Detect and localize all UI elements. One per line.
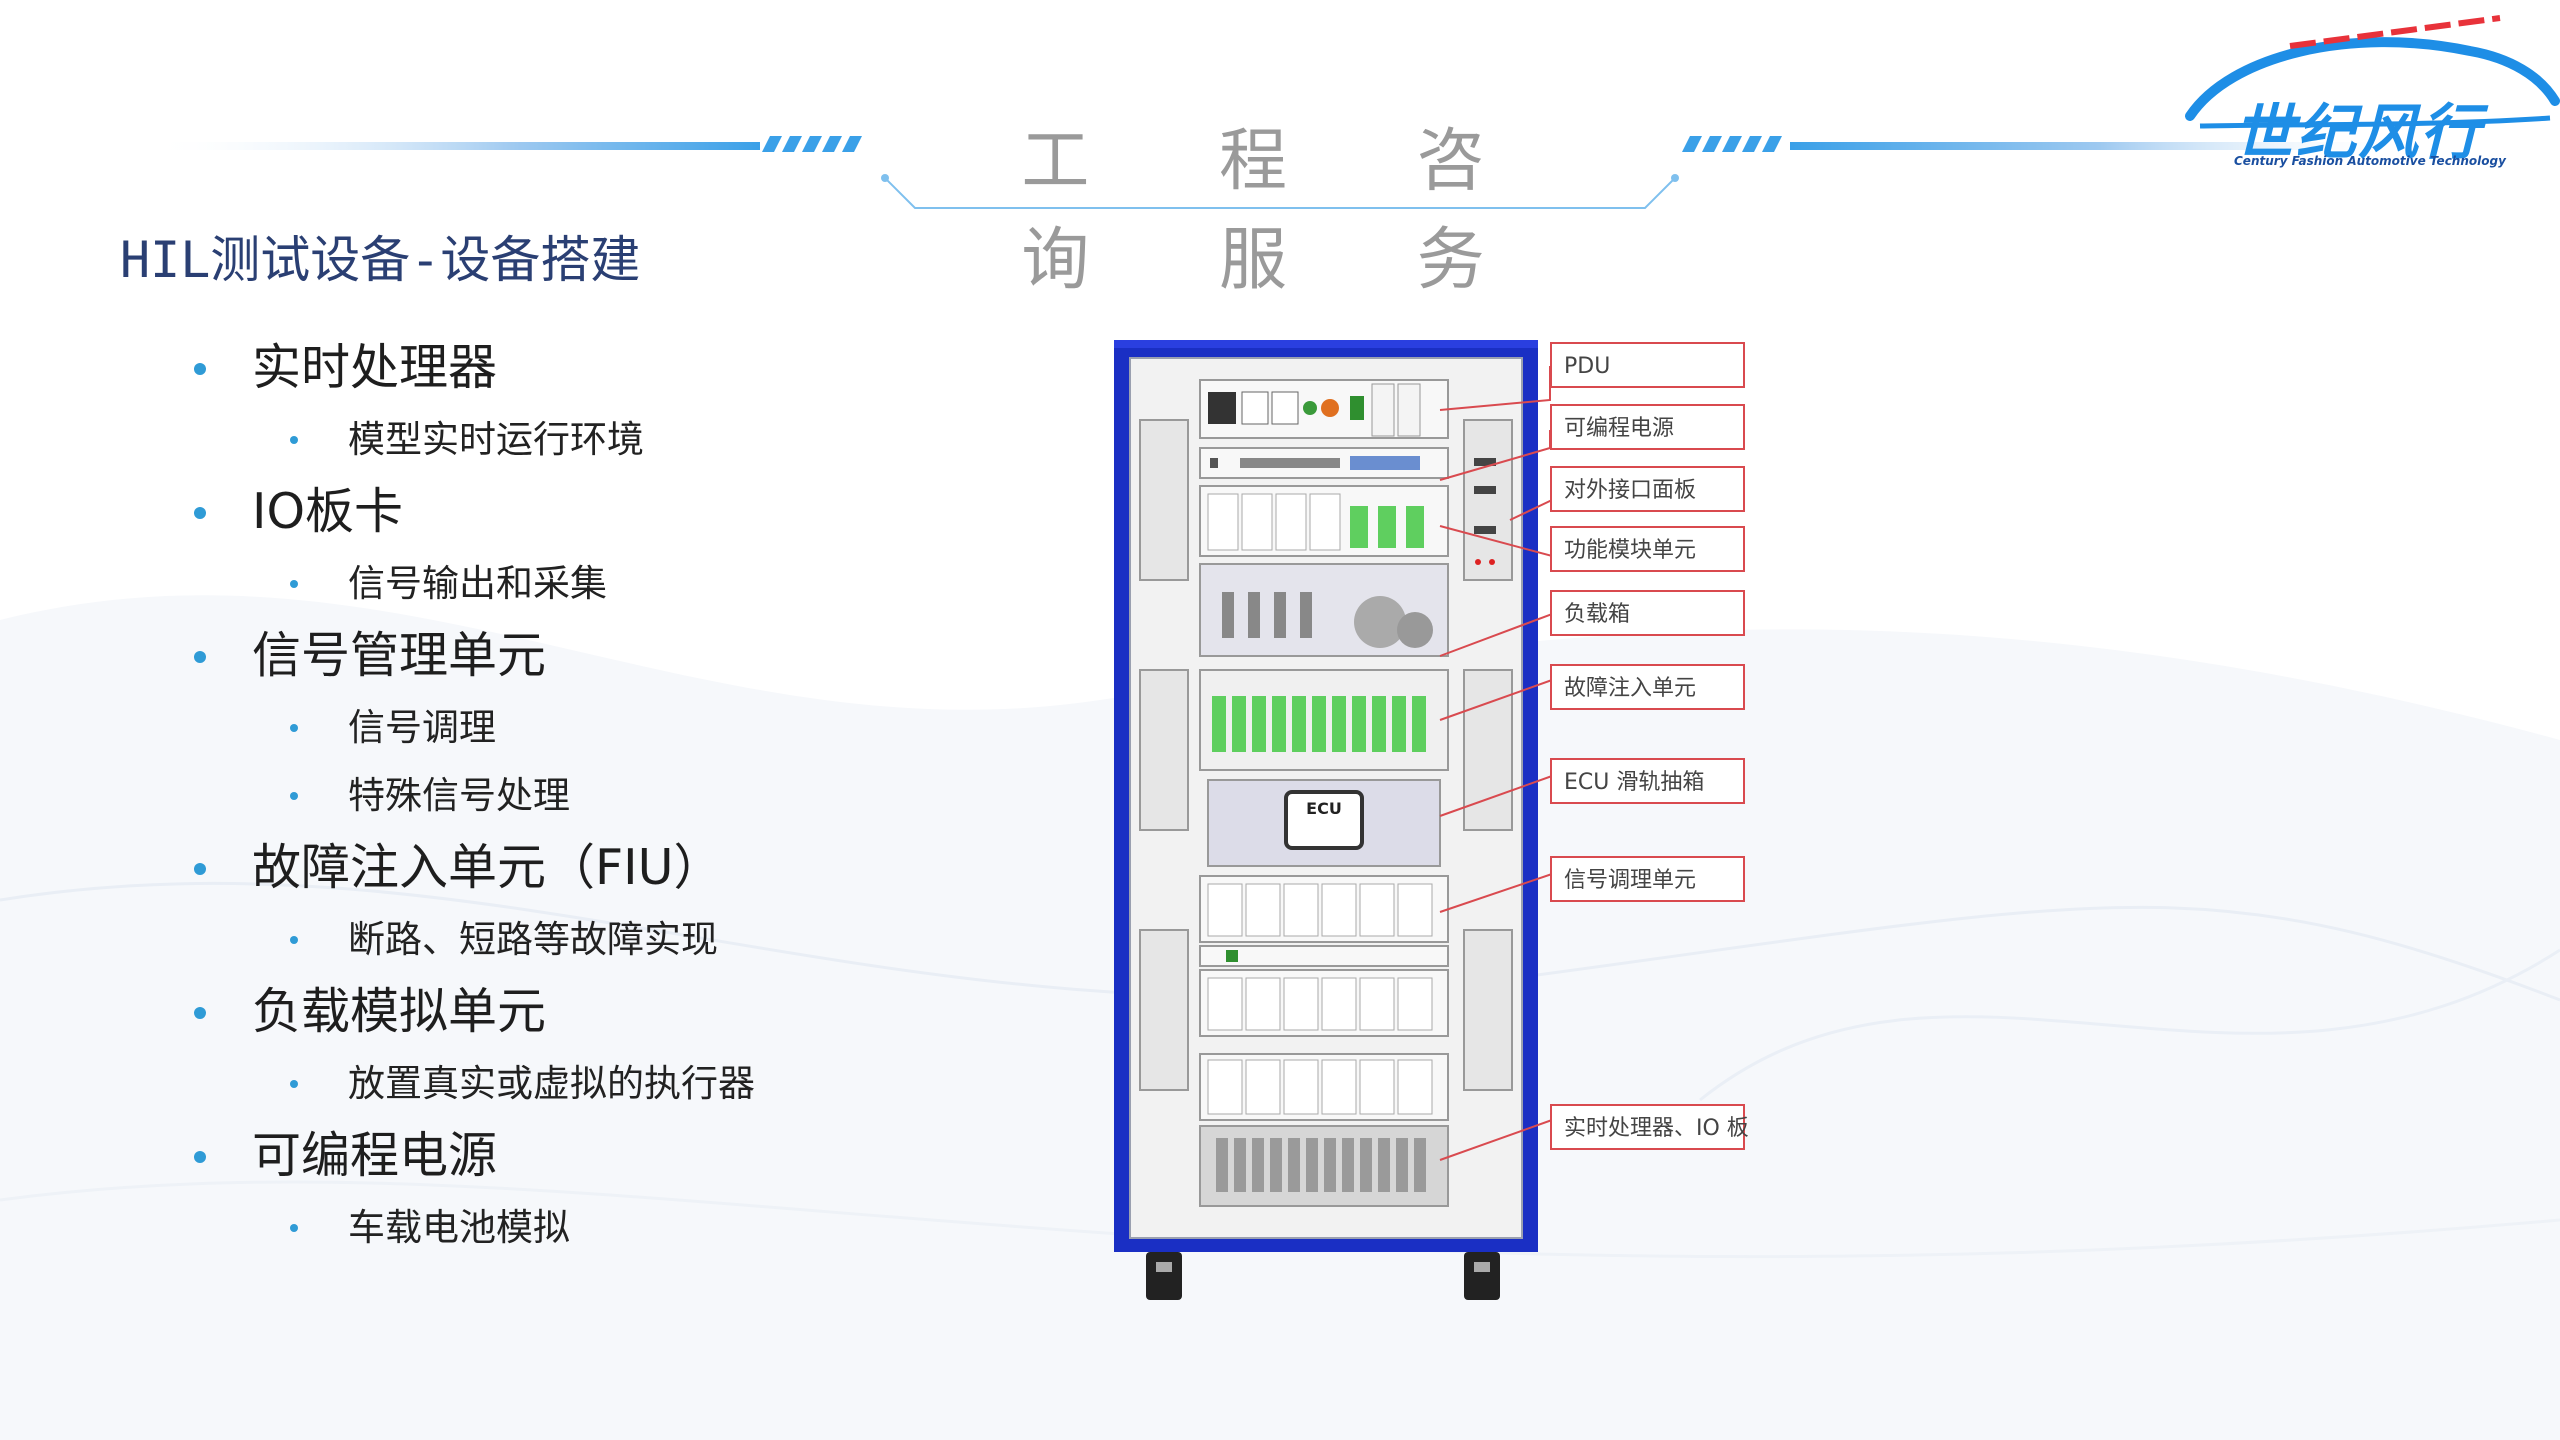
callout-interface-panel: 对外接口面板 xyxy=(1550,466,1745,512)
logo-tagline: Century Fashion Automotive Technology xyxy=(2234,154,2506,168)
bullet-item: 负载模拟单元 xyxy=(190,974,1090,1050)
logo-name: 世纪风行 xyxy=(2234,98,2482,168)
car-swoosh-icon xyxy=(2185,15,2560,129)
company-logo: 世纪风行 Century Fashion Automotive Technolo… xyxy=(2170,6,2560,176)
header-decoration xyxy=(150,136,2410,209)
sub-bullet-item: 信号调理 xyxy=(190,694,1090,762)
callout-programmable-power: 可编程电源 xyxy=(1550,404,1745,450)
bullet-item: IO板卡 xyxy=(190,474,1090,550)
sub-bullet-item: 放置真实或虚拟的执行器 xyxy=(190,1050,1090,1118)
bullet-item: 信号管理单元 xyxy=(190,618,1090,694)
sub-bullet-item: 断路、短路等故障实现 xyxy=(190,906,1090,974)
sub-bullet-item: 信号输出和采集 xyxy=(190,550,1090,618)
ecu-box-icon xyxy=(1284,790,1364,850)
bullet-item: 实时处理器 xyxy=(190,330,1090,406)
callout-load-box: 负载箱 xyxy=(1550,590,1745,636)
bullet-list: 实时处理器 模型实时运行环境 IO板卡 信号输出和采集 信号管理单元 信号调理 … xyxy=(190,330,1090,1262)
bullet-item: 故障注入单元（FIU） xyxy=(190,830,1090,906)
callout-pdu: PDU xyxy=(1550,342,1745,388)
bullet-item: 可编程电源 xyxy=(190,1118,1090,1194)
hil-cabinet-diagram: ECU xyxy=(1114,340,1553,1300)
sub-bullet-item: 特殊信号处理 xyxy=(190,762,1090,830)
callout-function-module: 功能模块单元 xyxy=(1550,526,1745,572)
callout-fault-injection: 故障注入单元 xyxy=(1550,664,1745,710)
callout-ecu-drawer: ECU 滑轨抽箱 xyxy=(1550,758,1745,804)
ecu-label: ECU xyxy=(1306,799,1342,818)
sub-bullet-item: 车载电池模拟 xyxy=(190,1194,1090,1262)
section-subtitle: HIL测试设备-设备搭建 xyxy=(120,231,641,289)
page-title: 工 程 咨 询 服 务 xyxy=(1021,122,1539,300)
callout-realtime-processor: 实时处理器、IO 板 xyxy=(1550,1104,1749,1150)
callout-signal-conditioning: 信号调理单元 xyxy=(1550,856,1745,902)
sub-bullet-item: 模型实时运行环境 xyxy=(190,406,1090,474)
